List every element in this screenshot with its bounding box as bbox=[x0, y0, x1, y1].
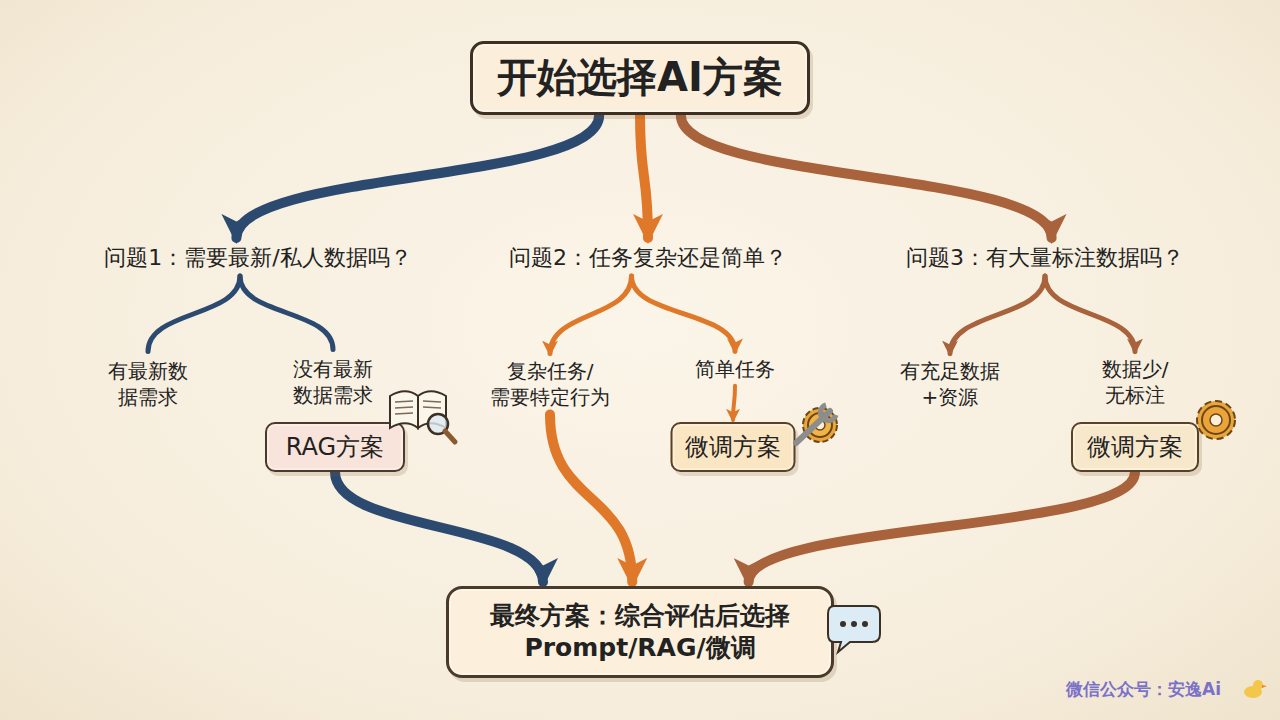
solution-box: 微调方案 bbox=[671, 422, 796, 472]
flow-arrow bbox=[950, 276, 1045, 353]
branch-text: 有充足数据 +资源 bbox=[885, 359, 1015, 410]
question-text: 问题3：有大量标注数据吗？ bbox=[880, 244, 1210, 272]
flow-arrow bbox=[335, 472, 543, 582]
question-text: 问题2：任务复杂还是简单？ bbox=[483, 244, 813, 272]
node-text: 复杂任务/ 需要特定行为 bbox=[475, 359, 625, 410]
flow-arrow bbox=[550, 415, 632, 582]
speech-bubble-icon bbox=[828, 606, 880, 652]
final-box: 最终方案：综合评估后选择 Prompt/RAG/微调 bbox=[446, 586, 834, 678]
watermark: 微信公众号：安逸Ai bbox=[1066, 678, 1221, 701]
duck-icon bbox=[1244, 680, 1267, 698]
node-text: 没有最新 数据需求 bbox=[278, 357, 388, 408]
flow-arrow bbox=[550, 276, 632, 353]
flow-arrow bbox=[1045, 276, 1135, 351]
flow-arrow bbox=[148, 276, 240, 351]
branch-text: 有最新数 据需求 bbox=[98, 359, 198, 410]
flow-arrow bbox=[640, 115, 648, 238]
node-text: 数据少/ 无标注 bbox=[1085, 357, 1185, 408]
solution-box: RAG方案 bbox=[265, 422, 405, 472]
branch-text: 简单任务 bbox=[680, 357, 790, 383]
node-text: 有充足数据 +资源 bbox=[885, 359, 1015, 410]
flow-arrow bbox=[632, 276, 736, 351]
question-text: 问题1：需要最新/私人数据吗？ bbox=[78, 244, 438, 272]
node-text: 有最新数 据需求 bbox=[98, 359, 198, 410]
branch-text: 复杂任务/ 需要特定行为 bbox=[475, 359, 625, 410]
node-text: 微调方案 bbox=[685, 432, 781, 463]
node-text: 微调方案 bbox=[1087, 432, 1183, 463]
wrench-gear-icon bbox=[796, 405, 837, 443]
node-text: 问题1：需要最新/私人数据吗？ bbox=[78, 244, 438, 272]
gear-icon bbox=[1197, 401, 1235, 439]
flow-arrow bbox=[733, 386, 735, 420]
node-text: 问题2：任务复杂还是简单？ bbox=[483, 244, 813, 272]
branch-text: 没有最新 数据需求 bbox=[278, 357, 388, 408]
start-box: 开始选择AI方案 bbox=[470, 41, 810, 115]
node-text: 简单任务 bbox=[680, 357, 790, 383]
node-text: 最终方案：综合评估后选择 Prompt/RAG/微调 bbox=[467, 600, 813, 664]
node-text: 开始选择AI方案 bbox=[497, 52, 783, 103]
flow-arrow bbox=[749, 472, 1135, 582]
branch-text: 数据少/ 无标注 bbox=[1085, 357, 1185, 408]
node-text: 问题3：有大量标注数据吗？ bbox=[880, 244, 1210, 272]
flow-arrow bbox=[240, 276, 333, 349]
flow-arrow bbox=[236, 115, 599, 238]
node-text: RAG方案 bbox=[286, 432, 384, 463]
solution-box: 微调方案 bbox=[1071, 422, 1199, 472]
flow-arrow bbox=[681, 115, 1052, 238]
